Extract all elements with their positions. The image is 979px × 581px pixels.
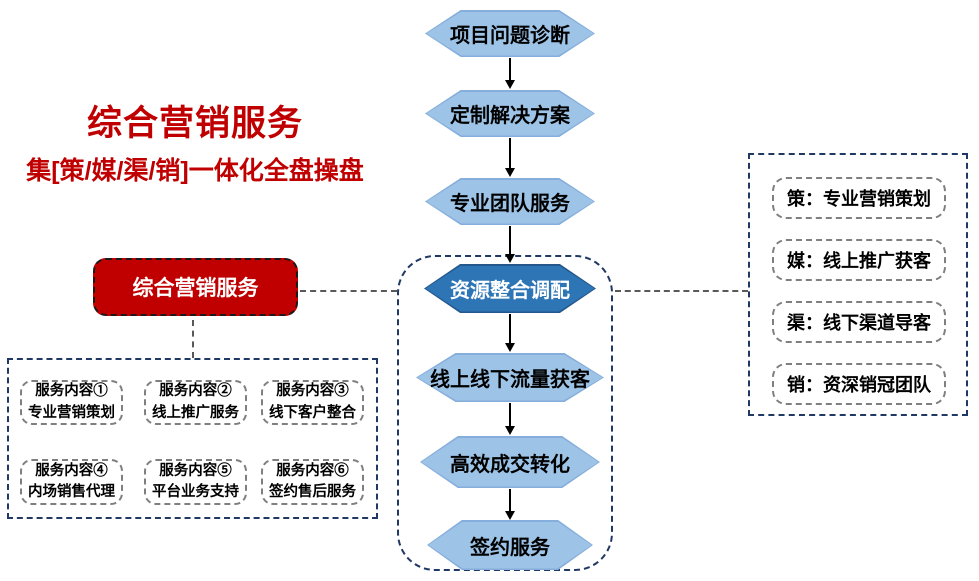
legend-item-sales: 销：资深销冠团队 (772, 363, 946, 405)
legend-item-label: 策：专业营销策划 (787, 189, 931, 209)
service-item-desc: 专业营销策划 (28, 404, 115, 421)
legend-item-channel: 渠：线下渠道导客 (772, 301, 946, 343)
page-subtitle: 集[策/媒/渠/销]一体化全盘操盘 (26, 157, 364, 185)
service-item-6: 服务内容⑥ 签约售后服务 (261, 459, 364, 505)
legend-item-strategy: 策：专业营销策划 (772, 177, 946, 219)
flow-step-label: 线上线下流量获客 (430, 369, 590, 391)
flow-arrow-down-icon (509, 138, 511, 168)
flow-step-traffic-acquisition: 线上线下流量获客 (416, 353, 604, 402)
page-title: 综合营销服务 (86, 104, 303, 143)
flow-step-label: 项目问题诊断 (450, 25, 570, 47)
flow-arrow-down-icon (509, 489, 511, 511)
flow-arrow-down-icon (509, 403, 511, 426)
service-item-4: 服务内容④ 内场销售代理 (20, 459, 123, 505)
legend-item-media: 媒：线上推广获客 (772, 239, 946, 281)
legend-item-label: 渠：线下渠道导客 (787, 313, 931, 333)
flow-step-professional-team: 专业团队服务 (425, 178, 595, 225)
service-item-5: 服务内容⑤ 平台业务支持 (144, 459, 247, 505)
service-item-desc: 平台业务支持 (152, 484, 239, 500)
service-item-title: 服务内容④ (35, 462, 108, 479)
service-content-panel: 服务内容① 专业营销策划 服务内容② 线上推广服务 服务内容③ 线下客户整合 服… (7, 358, 378, 519)
service-item-1: 服务内容① 专业营销策划 (20, 380, 123, 425)
legend-panel: 策：专业营销策划 媒：线上推广获客 渠：线下渠道导客 销：资深销冠团队 (748, 153, 968, 416)
flow-step-label: 签约服务 (470, 536, 550, 559)
legend-item-label: 媒：线上推广获客 (787, 251, 931, 271)
service-item-title: 服务内容⑤ (159, 462, 232, 479)
flow-step-label: 定制解决方案 (450, 105, 570, 127)
flow-arrow-down-icon (509, 58, 511, 80)
connector-flow-to-legend (615, 290, 748, 292)
flow-step-signing-service: 签约服务 (427, 520, 593, 570)
service-item-title: 服务内容② (159, 383, 232, 400)
flow-step-resource-integration: 资源整合调配 (424, 264, 596, 313)
connector-summary-to-flow (300, 290, 397, 292)
flow-step-label: 专业团队服务 (450, 193, 570, 215)
legend-item-label: 销：资深销冠团队 (787, 375, 931, 395)
flow-arrow-down-icon (509, 314, 511, 343)
connector-summary-to-services (192, 320, 194, 358)
service-item-desc: 线上推广服务 (152, 404, 239, 421)
service-item-desc: 线下客户整合 (269, 404, 356, 421)
flow-step-label: 高效成交转化 (450, 453, 570, 476)
service-item-title: 服务内容③ (276, 383, 349, 400)
service-item-title: 服务内容① (35, 383, 108, 400)
flow-step-label: 资源整合调配 (450, 280, 570, 302)
service-item-3: 服务内容③ 线下客户整合 (261, 380, 364, 425)
summary-node-label: 综合营销服务 (132, 277, 259, 300)
summary-node: 综合营销服务 (93, 258, 298, 316)
service-item-title: 服务内容⑥ (276, 462, 349, 479)
service-item-2: 服务内容② 线上推广服务 (144, 380, 247, 425)
service-item-desc: 签约售后服务 (269, 484, 356, 500)
service-item-desc: 内场销售代理 (28, 484, 115, 500)
flow-step-deal-conversion: 高效成交转化 (420, 436, 600, 488)
flow-step-project-diagnosis: 项目问题诊断 (425, 10, 595, 57)
flow-step-custom-solution: 定制解决方案 (425, 90, 595, 137)
flow-arrow-down-icon (509, 226, 511, 254)
